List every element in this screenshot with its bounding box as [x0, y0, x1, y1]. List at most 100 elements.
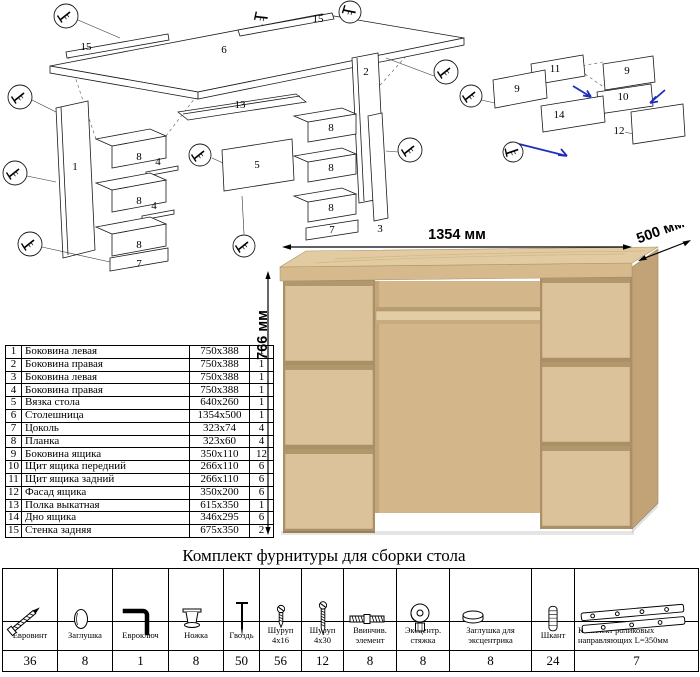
part-size: 615x350: [189, 498, 250, 513]
hardware-table: Евровинт Заглушка Евроключ Ножка Гвоздь …: [2, 568, 699, 672]
part-number-label: 15: [81, 41, 93, 53]
hardware-item-qty: 8: [396, 650, 450, 672]
part-size: 323x60: [189, 434, 250, 449]
hardware-item-qty: 1: [112, 650, 169, 672]
back-wall-panel-right: [237, 12, 335, 37]
part-name: Планка: [21, 434, 190, 449]
hardware-item-icon-cell: [2, 568, 58, 637]
hardware-item-name: Заглушка для эксцентрика: [449, 621, 532, 651]
part-size: 266x110: [189, 460, 250, 474]
part-number-label: 4: [155, 156, 161, 168]
drawer-front: [541, 277, 631, 359]
part-number-label: 14: [554, 109, 566, 121]
hardware-item-icon-cell: [112, 568, 169, 636]
hardware-item-qty: 7: [574, 650, 699, 672]
part-number-label: 7: [329, 224, 335, 236]
part-qty: 6: [249, 472, 274, 487]
part-number-label: 11: [550, 63, 561, 75]
part-number-label: 15: [313, 13, 325, 25]
part-size: 346x295: [189, 511, 250, 526]
part-qty: 6: [249, 485, 274, 500]
leg-icon: [182, 608, 202, 628]
part-number-label: 8: [136, 239, 142, 251]
exploded-assembly-diagram: 15 6 15 2 1 13 8 4 8 4 8 7 5 8 8 8 7 3: [2, 0, 465, 272]
part-number-label: 4: [151, 200, 157, 212]
part-qty: 1: [249, 383, 274, 398]
drawer-front: [284, 364, 374, 446]
hardware-kit-title: Комплект фурнитуры для сборки стола: [182, 546, 466, 565]
right-pedestal-drawers: [541, 277, 631, 527]
wood-dowel-icon: [548, 605, 558, 632]
part-num: 12: [5, 485, 22, 500]
part-number-label: 9: [514, 83, 520, 95]
assembly-direction-arrows: [518, 85, 666, 157]
hardware-item-icon-cell: [223, 568, 260, 636]
part-qty: 1: [249, 357, 274, 372]
part-name: Дно ящика: [21, 511, 190, 526]
part-num: 13: [5, 498, 22, 513]
hardware-item-qty: 50: [223, 650, 260, 672]
keyboard-shelf: [177, 93, 307, 121]
part-num: 8: [5, 434, 22, 449]
part-number-labels: 11 9 9 10 14 12: [514, 63, 630, 137]
left-pedestal-drawers: [284, 280, 374, 530]
part-name: Щит ящика задний: [21, 472, 190, 487]
hardware-item-qty: 12: [301, 650, 344, 672]
part-size: 750x388: [189, 345, 250, 359]
part-number-label: 8: [328, 202, 334, 214]
width-dimension-label: 1354 мм: [428, 227, 486, 243]
part-number-label: 8: [328, 162, 334, 174]
part-size: 675x350: [189, 524, 250, 538]
hardware-item-name: Евроключ: [112, 621, 169, 651]
hardware-item-icon-cell: [396, 568, 450, 632]
part-num: 5: [5, 396, 22, 410]
hardware-item-qty: 8: [449, 650, 532, 672]
hardware-qty-row: 36 8 1 8 50 56 12 8 8 8 24 7: [2, 650, 699, 672]
part-number-label: 3: [377, 223, 383, 235]
part-number-label: 9: [624, 65, 630, 77]
hardware-item-qty: 8: [343, 650, 397, 672]
hardware-item-qty: 36: [2, 650, 58, 672]
part-num: 14: [5, 511, 22, 526]
part-qty: 1: [249, 408, 274, 423]
part-number-label: 1: [72, 161, 78, 173]
part-number-label: 2: [363, 66, 369, 78]
drawer-front: [541, 361, 631, 443]
hardware-item-qty: 56: [259, 650, 302, 672]
plinth-right: [305, 219, 359, 241]
part-name: Столешница: [21, 408, 190, 423]
depth-dimension-label: 500 мм: [635, 225, 687, 247]
part-name: Боковина правая: [21, 383, 190, 398]
part-qty: 12: [249, 447, 274, 462]
drawer-bottom-panel: [540, 95, 606, 133]
drawer-facade-panel: [630, 103, 686, 145]
part-size: 266x110: [189, 472, 250, 487]
part-name: Полка выкатная: [21, 498, 190, 513]
assembly-guide-lines: [546, 61, 606, 89]
part-name: Фасад ящика: [21, 485, 190, 500]
drawer-front: [284, 448, 374, 530]
part-name: Стенка задняя: [21, 524, 190, 538]
part-size: 750x388: [189, 357, 250, 372]
part-number-label: 10: [618, 91, 630, 103]
drawer-front: [541, 445, 631, 527]
drawer-exploded-diagram: 11 9 9 10 14 12: [459, 54, 686, 163]
drawer-front: [284, 280, 374, 362]
hardware-icon-row: [2, 568, 699, 637]
hardware-item-icon-cell: [531, 568, 575, 632]
screw-long-icon: [318, 601, 328, 635]
nail-icon: [236, 602, 248, 636]
hardware-item-qty: 24: [531, 650, 575, 672]
drawer-side-panel-left: [492, 69, 548, 109]
part-number-label: 7: [136, 258, 142, 270]
part-size: 350x200: [189, 485, 250, 500]
part-number-label: 8: [136, 151, 142, 163]
